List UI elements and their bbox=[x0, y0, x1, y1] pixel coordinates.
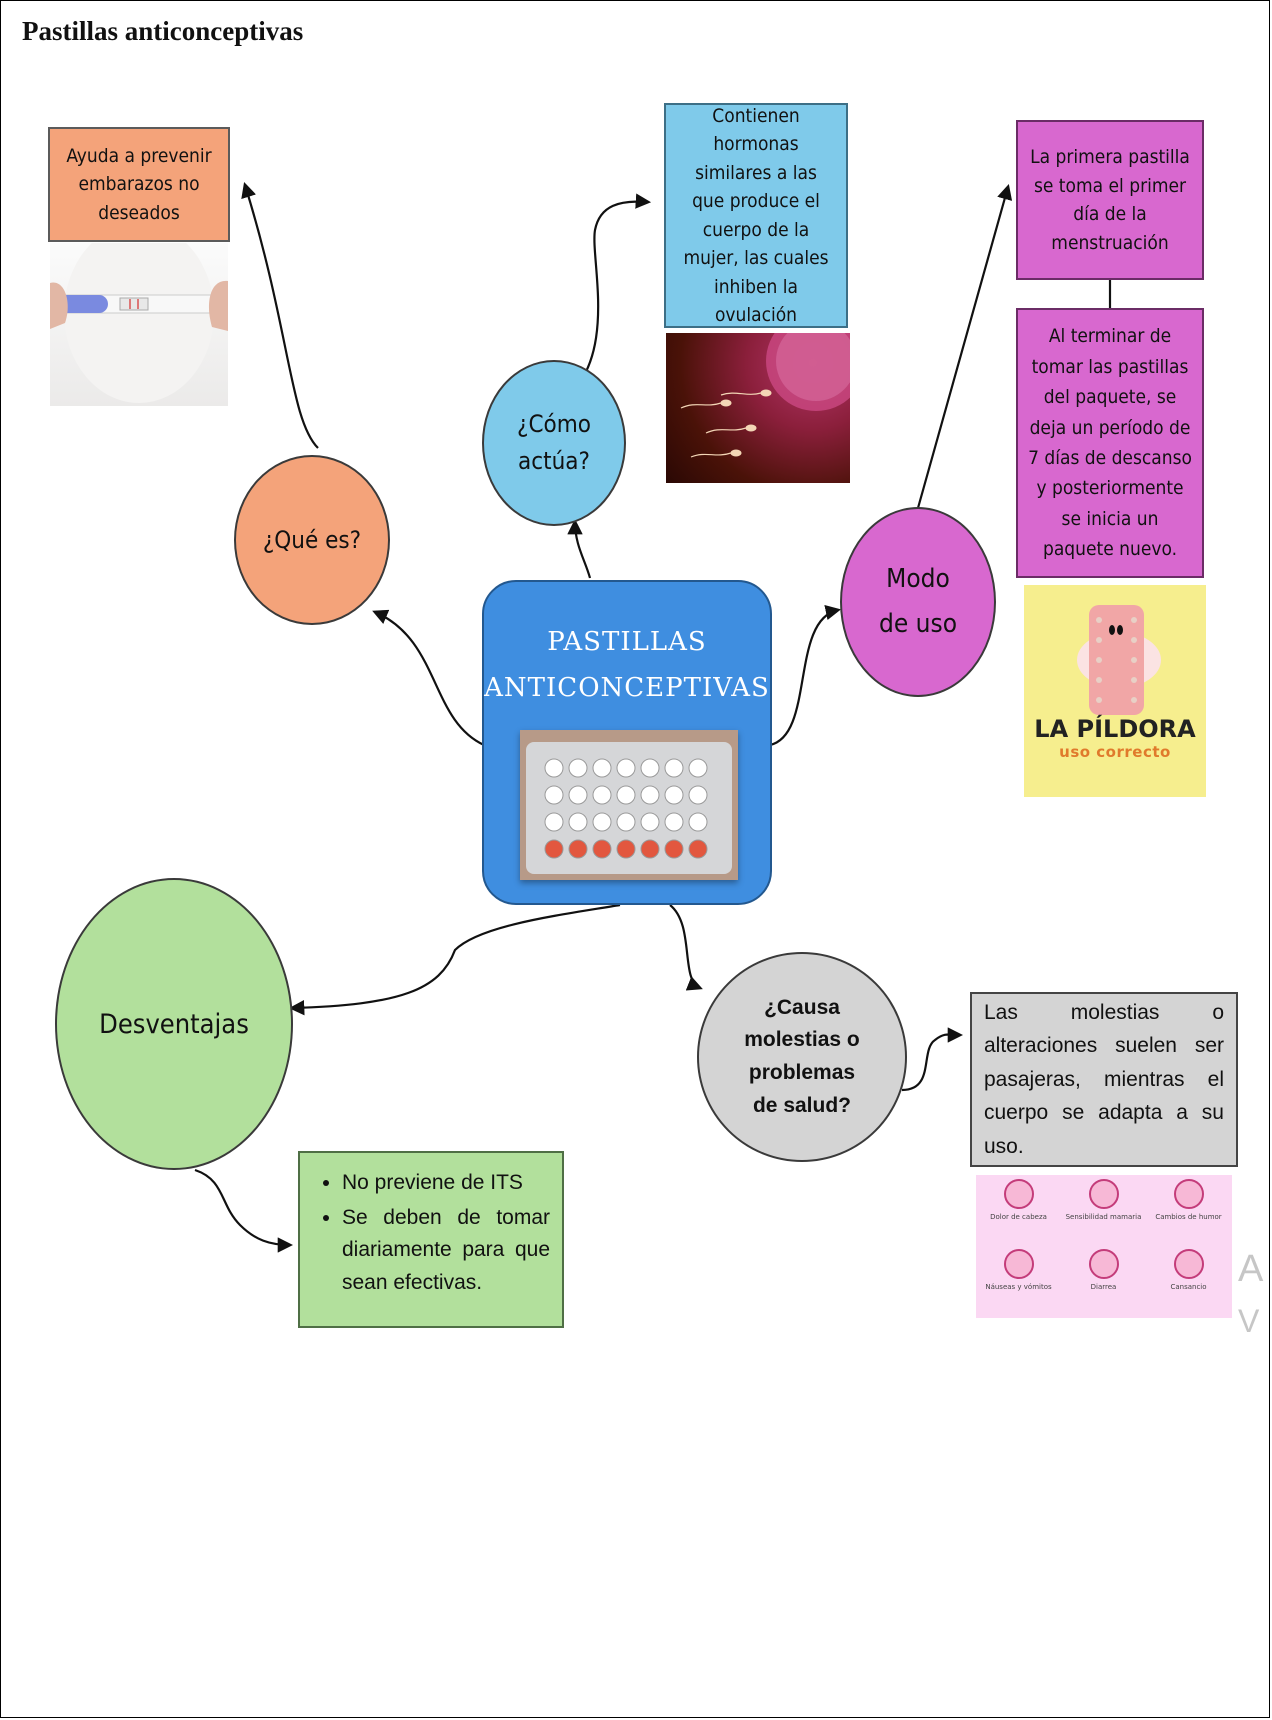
pill bbox=[688, 758, 708, 778]
central-title: PASTILLAS ANTICONCEPTIVAS bbox=[484, 627, 770, 703]
symptom-icon bbox=[1003, 1249, 1034, 1279]
symptom-label: Náuseas y vómitos bbox=[985, 1283, 1052, 1291]
list-item: No previene de ITS bbox=[342, 1167, 550, 1200]
pill bbox=[544, 758, 564, 778]
pill bbox=[640, 812, 660, 832]
arrow-to-como-actua bbox=[567, 518, 592, 579]
pill bbox=[664, 758, 684, 778]
pill bbox=[688, 785, 708, 805]
pill bbox=[592, 758, 612, 778]
como-actua-description: Contienen hormonas similares a las que p… bbox=[664, 103, 848, 328]
desventajas-list: No previene de ITS Se deben de tomar dia… bbox=[304, 1167, 550, 1301]
pill bbox=[544, 839, 564, 859]
symptom-icon bbox=[1088, 1179, 1119, 1209]
pill bbox=[640, 785, 660, 805]
pill-poster: LA PÍLDORA uso correcto bbox=[1024, 585, 1206, 797]
pill bbox=[664, 785, 684, 805]
molestias-node: ¿Causa molestias o problemas de salud? bbox=[697, 952, 907, 1162]
arrow-to-modo-uso bbox=[769, 605, 842, 747]
symptom-label: Cansancio bbox=[1170, 1283, 1207, 1291]
que-es-node: ¿Qué es? bbox=[234, 455, 390, 625]
pill bbox=[568, 839, 588, 859]
symptom-label: Cambios de humor bbox=[1155, 1213, 1222, 1221]
pill bbox=[616, 785, 636, 805]
pill bbox=[688, 812, 708, 832]
arrow-como-actua-to-box bbox=[559, 193, 652, 404]
symptom-item: Náuseas y vómitos bbox=[976, 1249, 1061, 1291]
pregnancy-test-icon bbox=[50, 243, 228, 406]
pill bbox=[688, 839, 708, 859]
symptoms-panel: Dolor de cabeza Sensibilidad mamaria Cambi… bbox=[976, 1175, 1232, 1318]
pill bbox=[568, 812, 588, 832]
symptom-label: Sensibilidad mamaria bbox=[1065, 1213, 1142, 1221]
modo-uso-step2: Al terminar de tomar las pastillas del p… bbox=[1016, 308, 1204, 578]
symptom-icon bbox=[1088, 1249, 1119, 1279]
list-item: Se deben de tomar diariamente para que s… bbox=[342, 1202, 550, 1300]
arrow-to-desventajas bbox=[288, 903, 621, 1016]
pill bbox=[592, 812, 612, 832]
arrow-to-molestias bbox=[669, 904, 703, 991]
arrow-modo-uso-to-box bbox=[916, 184, 1013, 509]
symptom-icon bbox=[1173, 1249, 1204, 1279]
pill bbox=[640, 758, 660, 778]
desventajas-node: Desventajas bbox=[55, 878, 293, 1170]
symptom-icon bbox=[1003, 1179, 1034, 1209]
cut-off-letter: A bbox=[1238, 1248, 1264, 1290]
pill bbox=[616, 839, 636, 859]
symptom-item: Diarrea bbox=[1061, 1249, 1146, 1291]
symptom-icon bbox=[1173, 1179, 1204, 1209]
pill bbox=[664, 812, 684, 832]
pill bbox=[568, 758, 588, 778]
que-es-description: Ayuda a prevenir embarazos no deseados bbox=[48, 127, 230, 242]
molestias-description: Las molestias o alteraciones suelen ser … bbox=[970, 992, 1238, 1167]
pill bbox=[616, 758, 636, 778]
arrow-que-es-to-box bbox=[241, 182, 319, 449]
como-actua-node: ¿Cómo actúa? bbox=[482, 360, 626, 526]
cut-off-letter: V bbox=[1238, 1303, 1260, 1339]
poster-subtitle: uso correcto bbox=[1059, 743, 1171, 761]
modo-uso-node: Modo de uso bbox=[840, 507, 996, 697]
symptom-item: Dolor de cabeza bbox=[976, 1179, 1061, 1221]
sperm-egg-icon bbox=[666, 333, 850, 483]
arrow-desventajas-to-box bbox=[194, 1168, 294, 1253]
pill-pack-icon bbox=[520, 730, 738, 880]
symptom-label: Dolor de cabeza bbox=[990, 1213, 1047, 1221]
arrow-molestias-to-box bbox=[901, 1027, 964, 1092]
pill bbox=[568, 785, 588, 805]
symptom-item: Cambios de humor bbox=[1146, 1179, 1231, 1221]
pill bbox=[664, 839, 684, 859]
pill bbox=[592, 839, 612, 859]
central-node: PASTILLAS ANTICONCEPTIVAS bbox=[482, 580, 772, 905]
pill bbox=[544, 785, 564, 805]
pill bbox=[592, 785, 612, 805]
symptom-label: Diarrea bbox=[1090, 1283, 1117, 1291]
desventajas-list-box: No previene de ITS Se deben de tomar dia… bbox=[298, 1151, 564, 1328]
pill bbox=[616, 812, 636, 832]
symptom-item: Cansancio bbox=[1146, 1249, 1231, 1291]
symptom-item: Sensibilidad mamaria bbox=[1061, 1179, 1146, 1221]
pill bbox=[640, 839, 660, 859]
arrow-to-que-es bbox=[372, 609, 485, 746]
poster-title: LA PÍLDORA bbox=[1034, 715, 1196, 743]
pill-mascot-icon bbox=[1077, 605, 1161, 715]
document-title: Pastillas anticonceptivas bbox=[22, 16, 304, 46]
pill bbox=[544, 812, 564, 832]
modo-uso-step1: La primera pastilla se toma el primer dí… bbox=[1016, 120, 1204, 280]
